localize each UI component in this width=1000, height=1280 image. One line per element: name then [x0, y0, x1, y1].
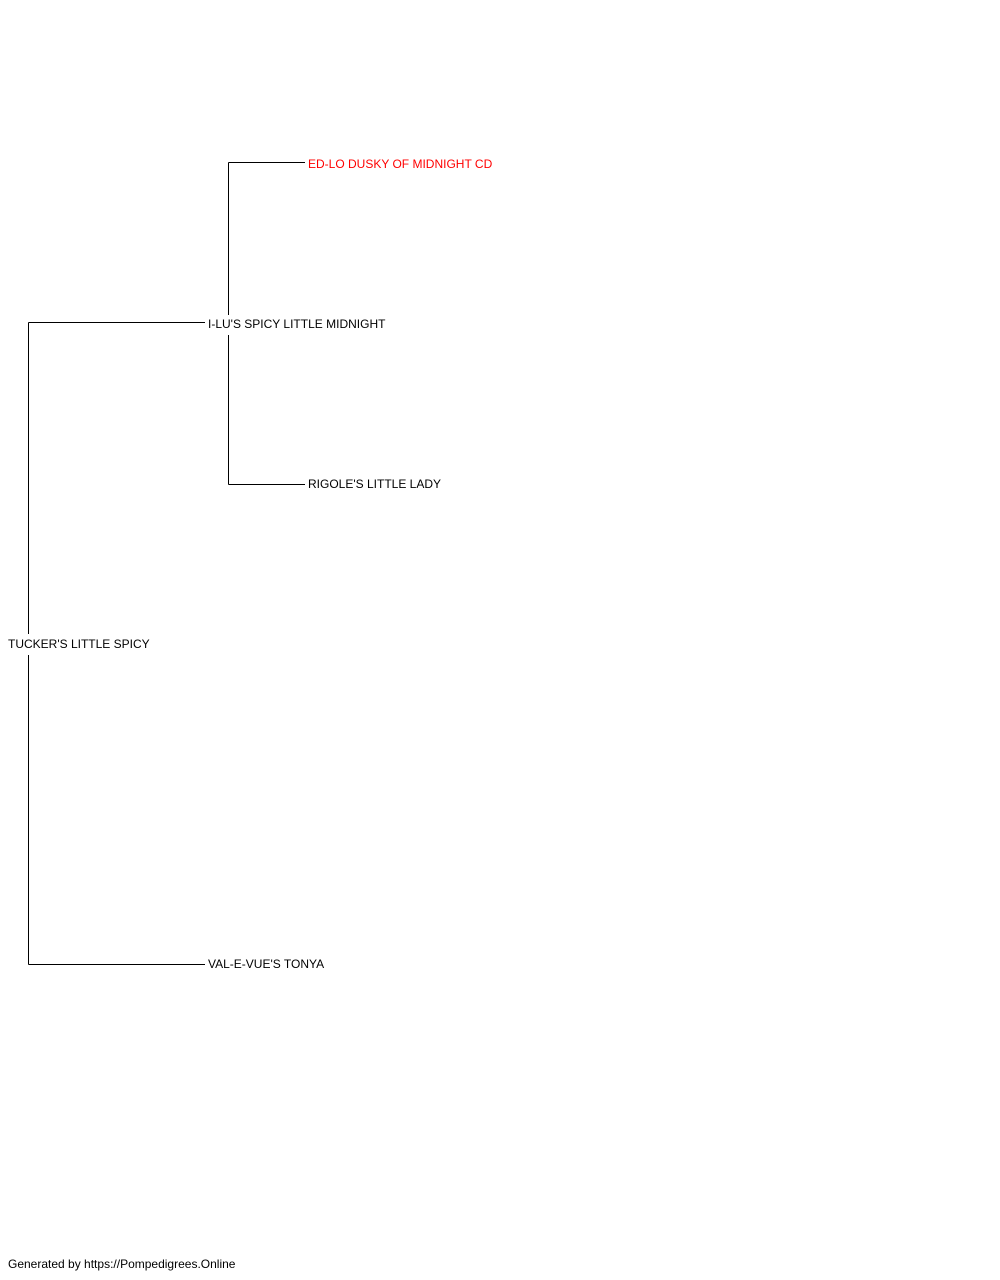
sire-dam-name: RIGOLE'S LITTLE LADY	[308, 477, 441, 491]
subject-name: TUCKER'S LITTLE SPICY	[8, 637, 150, 651]
dam-name: VAL-E-VUE'S TONYA	[208, 957, 324, 971]
sire-connector	[228, 162, 305, 485]
generated-by-footer: Generated by https://Pompedigrees.Online	[8, 1257, 236, 1271]
sire-name: I-LU'S SPICY LITTLE MIDNIGHT	[208, 317, 386, 331]
sire-sire-name: ED-LO DUSKY OF MIDNIGHT CD	[308, 157, 493, 171]
subject-connector	[28, 322, 205, 965]
